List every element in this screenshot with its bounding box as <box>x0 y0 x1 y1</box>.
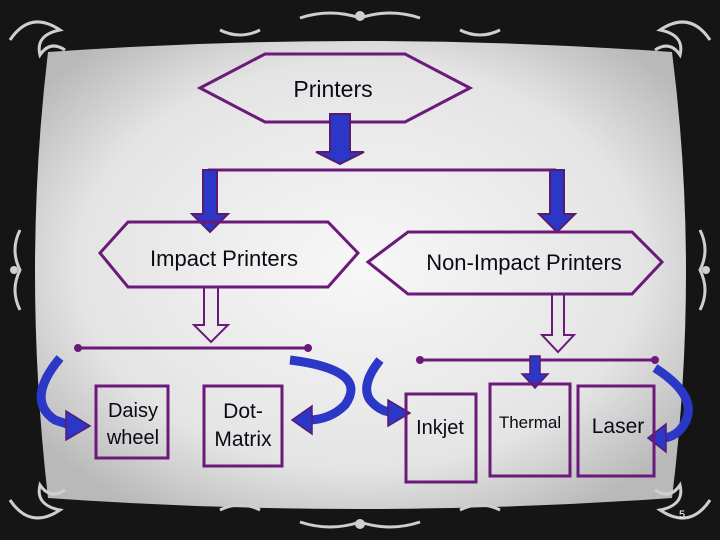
label-non-impact-printers: Non-Impact Printers <box>426 250 622 276</box>
label-dot-line1: Dot- <box>214 398 271 426</box>
label-impact-printers: Impact Printers <box>150 246 298 272</box>
label-daisy-line1: Daisy <box>107 398 159 425</box>
label-daisy-line2: wheel <box>107 425 159 452</box>
label-dot-line2: Matrix <box>214 426 271 454</box>
page-number: 5 <box>679 509 685 521</box>
label-dot-matrix: Dot- Matrix <box>214 398 271 454</box>
label-daisy-wheel: Daisy wheel <box>107 398 159 452</box>
label-laser: Laser <box>592 415 645 439</box>
label-thermal: Thermal <box>499 413 561 433</box>
label-inkjet: Inkjet <box>416 417 464 440</box>
label-printers: Printers <box>293 76 372 103</box>
